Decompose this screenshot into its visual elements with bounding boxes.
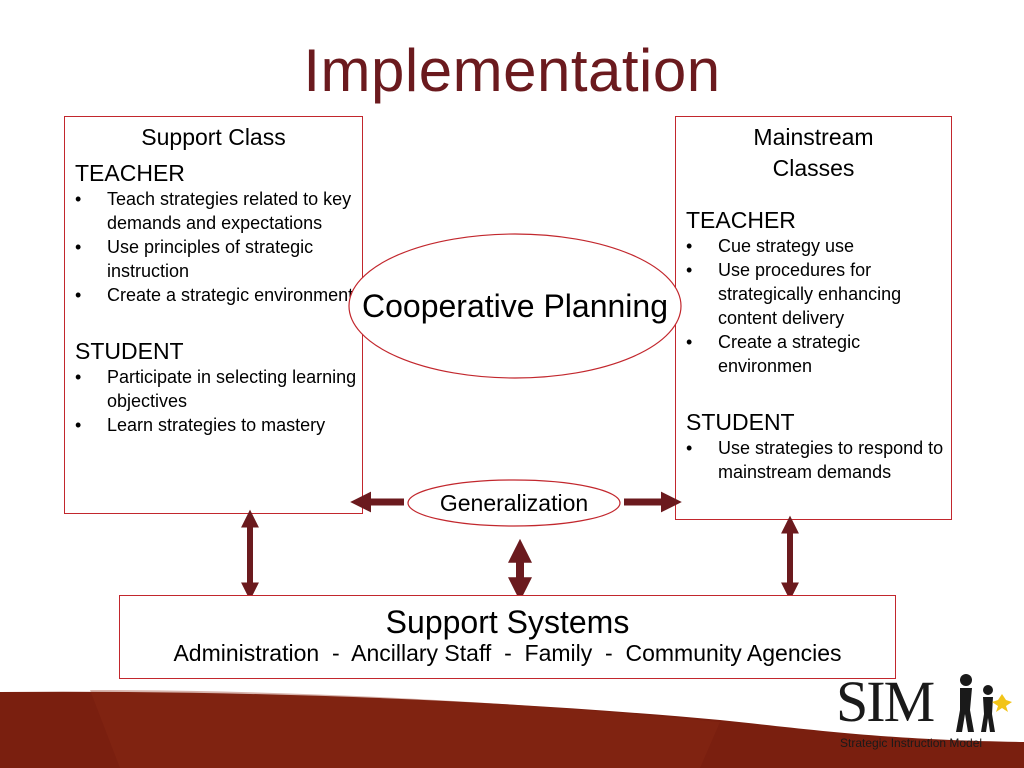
mainstream-heading: Mainstream Classes [753,124,874,181]
cooperative-planning-node: Cooperative Planning [347,232,683,380]
list-item: Use strategies to respond to mainstream … [676,436,951,484]
list-item: Use principles of strategic instruction [65,235,362,283]
support-systems-title: Support Systems [385,604,630,640]
list-item: Create a strategic environment [65,283,362,307]
bottom-band [0,691,1024,768]
list-item: Participate in selecting learning object… [65,365,362,413]
page-title: Implementation [303,37,721,104]
logo-mark: SIM [836,669,935,734]
support-systems-box: Support Systems Administration - Ancilla… [119,595,896,679]
mainstream-student-list: Use strategies to respond to mainstream … [676,436,951,484]
support-class-heading: Support Class [141,124,286,150]
generalization-label: Generalization [439,489,589,516]
mainstream-student-heading: STUDENT [686,409,795,435]
mainstream-teacher-heading: TEACHER [686,207,796,233]
list-item: Create a strategic environmen [676,330,951,378]
list-item: Use procedures for strategically enhanci… [676,258,951,330]
support-systems-subtitle: Administration - Ancillary Staff - Famil… [173,640,842,666]
list-item: Teach strategies related to key demands … [65,187,362,235]
mainstream-classes-box: Mainstream Classes TEACHER Cue strategy … [675,116,952,520]
bottom-band-highlight [90,690,720,768]
cooperative-planning-label: Cooperative Planning [362,287,668,324]
support-student-heading: STUDENT [75,338,184,364]
support-teacher-heading: TEACHER [75,160,185,186]
generalization-node: Generalization [407,479,621,527]
logo-tagline: Strategic Instruction Model [840,736,983,750]
list-item: Cue strategy use [676,234,951,258]
generalization-ellipse [407,479,621,527]
support-class-box: Support Class TEACHER Teach strategies r… [64,116,363,514]
support-student-list: Participate in selecting learning object… [65,365,362,437]
list-item: Learn strategies to mastery [65,413,362,437]
cooperative-planning-ellipse [348,233,682,379]
mainstream-teacher-list: Cue strategy use Use procedures for stra… [676,234,951,378]
people-figures-icon [956,674,1012,732]
support-teacher-list: Teach strategies related to key demands … [65,187,362,307]
sim-logo: SIM Strategic Instruction Model [836,668,1016,758]
